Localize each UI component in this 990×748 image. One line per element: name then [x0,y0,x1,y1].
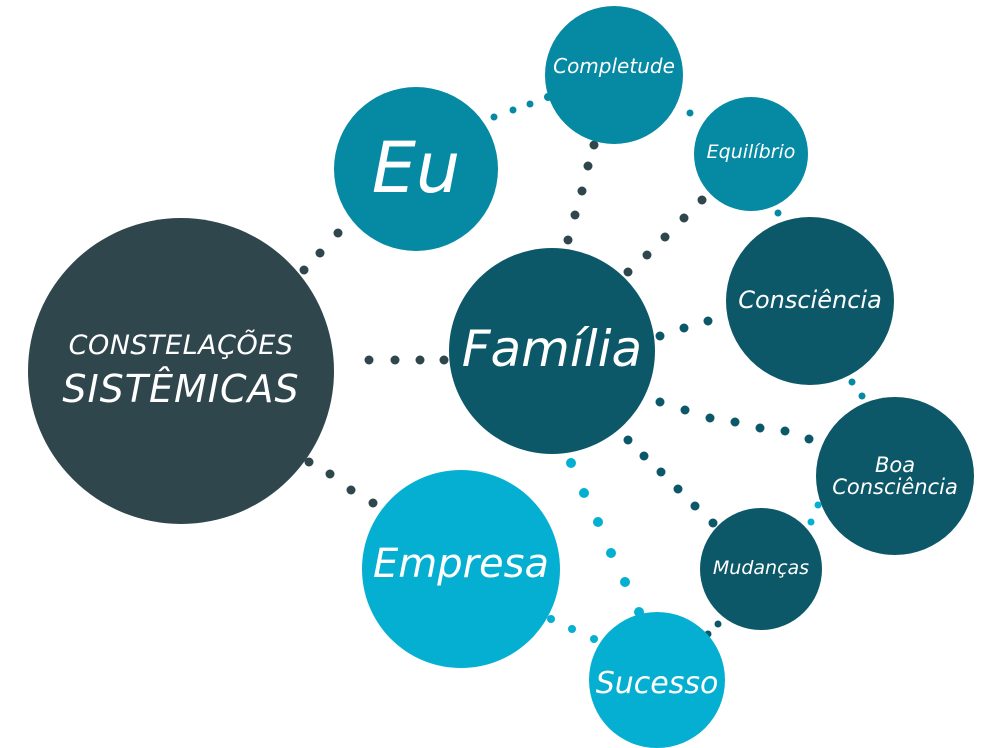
node-boa-consciencia-line2: Consciência [832,475,958,499]
node-familia: Família [449,248,655,454]
node-mudancas: Mudanças [700,508,822,630]
node-completude: Completude [545,6,683,144]
node-sucesso-label: Sucesso [595,666,719,702]
node-constelacoes-line1: CONSTELAÇÕES [68,329,294,361]
node-boa-consciencia-line1: Boa [874,452,916,477]
node-equilibrio-label: Equilíbrio [706,141,796,164]
node-sucesso: Sucesso [589,612,725,748]
node-mudancas-label: Mudanças [712,557,810,580]
node-empresa: Empresa [362,470,560,668]
dots-root-links [299,140,707,508]
node-empresa-label: Empresa [372,541,550,587]
node-completude-label: Completude [553,53,675,78]
node-eu: Eu [334,87,498,251]
node-constelacoes-line2: SISTÊMICAS [62,367,300,412]
node-equilibrio: Equilíbrio [694,97,808,211]
node-consciencia-label: Consciência [738,286,882,315]
node-boa-consciencia: Boa Consciência [816,397,974,555]
node-familia-label: Família [461,319,643,378]
node-constelacoes-sistemicas: CONSTELAÇÕES SISTÊMICAS [28,218,334,524]
dots-familia-links [623,316,814,638]
node-consciencia: Consciência [726,217,894,385]
node-eu-label: Eu [371,127,461,210]
